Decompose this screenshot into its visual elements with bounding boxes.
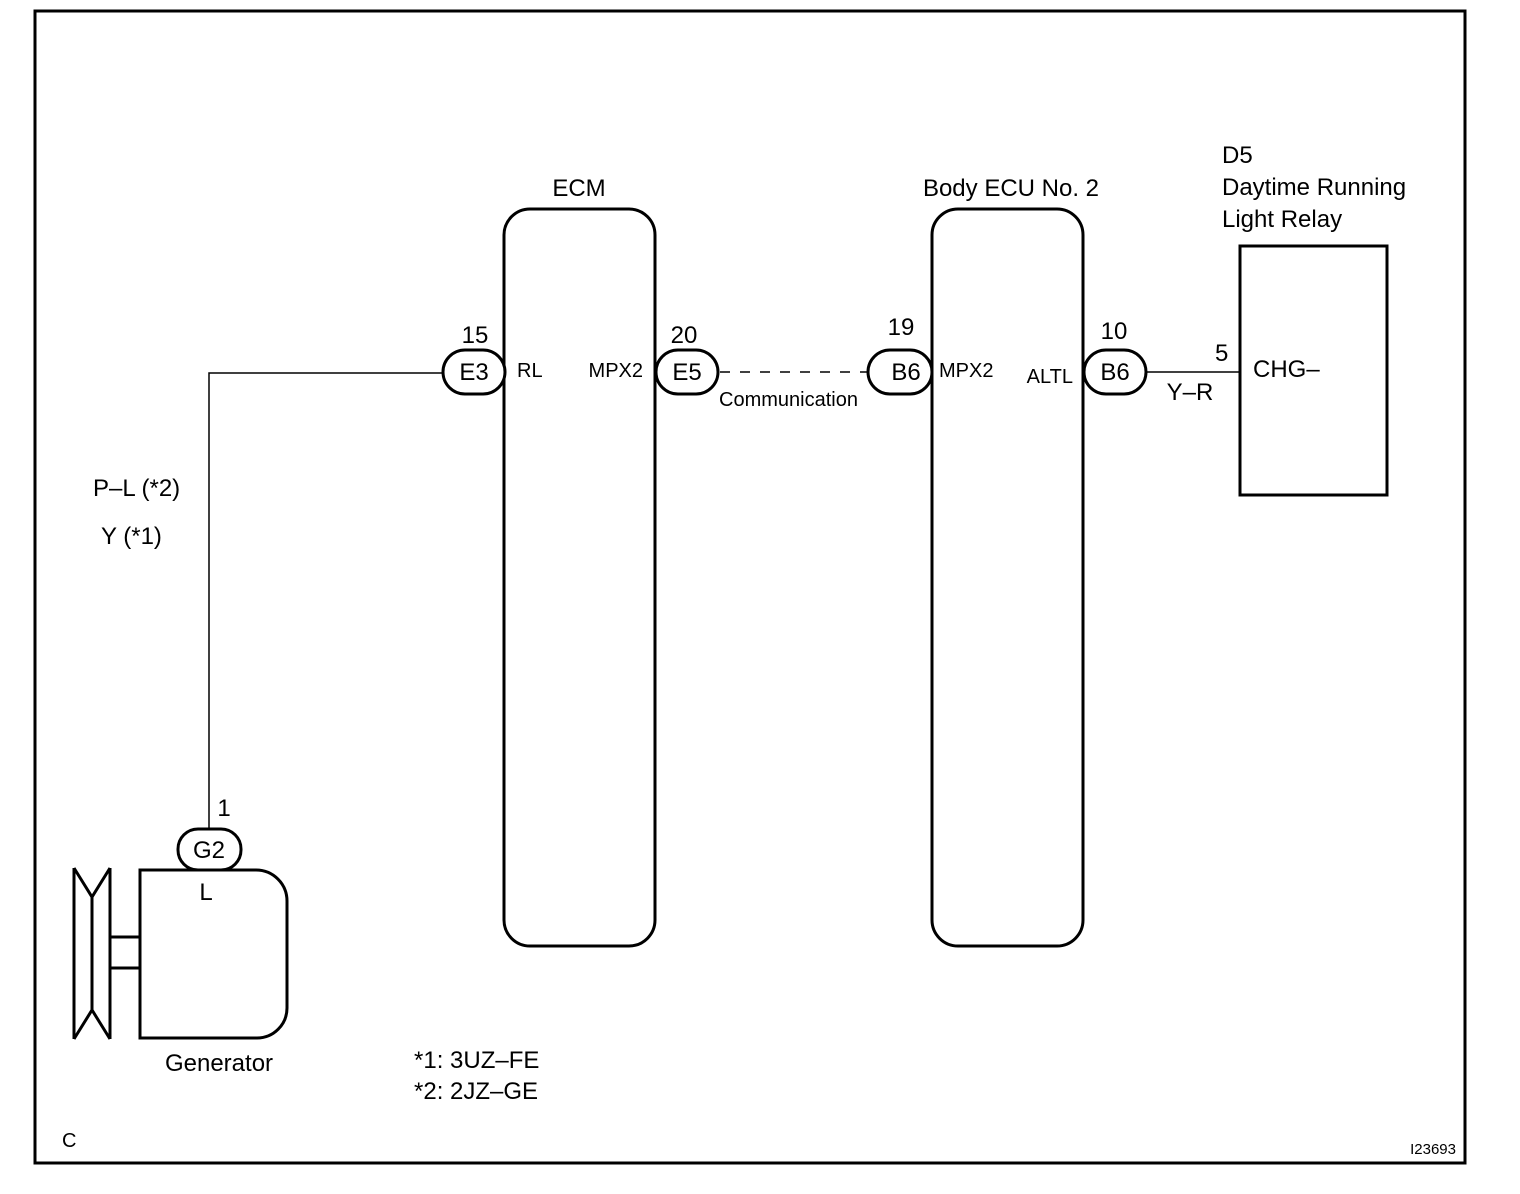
generator-pin-l: L <box>199 879 212 906</box>
connector-e3: E3 <box>441 348 507 396</box>
svg-text:B6: B6 <box>1100 359 1129 386</box>
relay-title-line2: Light Relay <box>1222 206 1342 233</box>
diagram-frame <box>33 9 1467 1165</box>
body-ecu-pin-altl: ALTL <box>1027 366 1073 388</box>
connector-e3-pin: 15 <box>462 322 489 349</box>
body-ecu-pin-mpx2: MPX2 <box>939 360 993 382</box>
ecm-box <box>502 207 657 948</box>
note-2: *2: 2JZ–GE <box>414 1078 538 1105</box>
body-ecu-box <box>930 207 1085 948</box>
connector-b6-right: B6 <box>1082 348 1148 396</box>
corner-label: C <box>62 1130 76 1152</box>
svg-text:E3: E3 <box>459 359 488 386</box>
connector-b6-left-pin: 19 <box>888 314 915 341</box>
ecm-pin-mpx2: MPX2 <box>589 360 643 382</box>
ecm-pin-rl: RL <box>517 360 543 382</box>
connector-g2-pin: 1 <box>217 795 230 822</box>
connector-g2: G2 <box>176 827 243 872</box>
ecm-title: ECM <box>552 175 605 202</box>
wire-ecu-to-relay-label: Y–R <box>1167 379 1214 406</box>
relay-box <box>1238 244 1389 497</box>
connector-e5-pin: 20 <box>671 322 698 349</box>
relay-code: D5 <box>1222 142 1253 169</box>
relay-pin-number: 5 <box>1215 340 1228 367</box>
connector-e5: E5 <box>654 348 720 396</box>
wire-generator-to-ecm <box>208 372 443 830</box>
svg-text:E5: E5 <box>672 359 701 386</box>
body-ecu-title: Body ECU No. 2 <box>923 175 1099 202</box>
svg-text:B6: B6 <box>891 359 920 386</box>
relay-title-line1: Daytime Running <box>1222 174 1406 201</box>
connector-b6-left: B6 <box>866 348 934 396</box>
note-1: *1: 3UZ–FE <box>414 1047 539 1074</box>
generator-title: Generator <box>165 1050 273 1077</box>
wire-color-label-1: P–L (*2) <box>93 475 180 502</box>
figure-code: I23693 <box>1410 1141 1456 1158</box>
relay-pin-chg: CHG– <box>1253 356 1320 383</box>
comm-label: Communication <box>719 389 858 411</box>
connector-b6-right-pin: 10 <box>1101 318 1128 345</box>
generator-symbol <box>72 867 289 1040</box>
wire-color-label-2: Y (*1) <box>101 523 162 550</box>
svg-text:G2: G2 <box>193 837 225 864</box>
